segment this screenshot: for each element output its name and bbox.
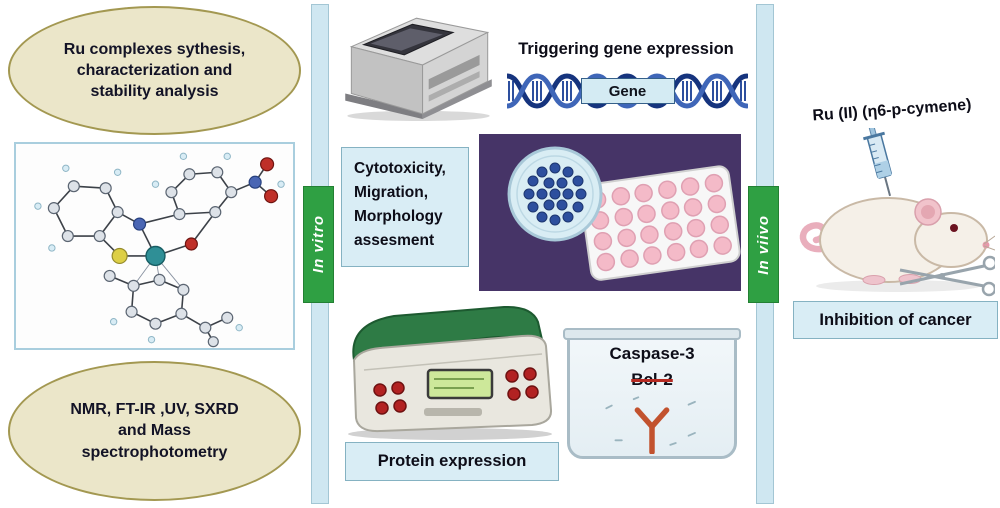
in-vitro-bar: In vitro — [303, 186, 334, 303]
pcr-machine-image — [345, 17, 492, 121]
characterization-line-1: NMR, FT-IR ,UV, SXRD — [70, 401, 239, 419]
apoptosis-markers-beaker: Caspase-3 Bcl-2 — [563, 328, 741, 459]
in-vivo-label: In viivo — [755, 214, 772, 275]
inhibition-label: Inhibition of cancer — [793, 301, 998, 339]
synthesis-line-3: stability analysis — [90, 83, 219, 101]
assay-box: Cytotoxicity, Migration, Morphology asse… — [341, 147, 469, 267]
mouse-injection-image — [799, 128, 995, 297]
assay-line-3: Morphology — [354, 208, 443, 226]
characterization-line-2: and Mass — [118, 422, 191, 440]
synthesis-ellipse: Ru complexes sythesis, characterization … — [8, 6, 301, 135]
dna-illustration: Gene — [507, 66, 748, 116]
characterization-ellipse: NMR, FT-IR ,UV, SXRD and Mass spectropho… — [8, 361, 301, 501]
bcl2-label: Bcl-2 — [631, 369, 673, 389]
antibody-icon — [605, 396, 696, 454]
petri-dish-and-well-plate-image — [507, 146, 741, 281]
synthesis-line-1: Ru complexes sythesis, — [63, 40, 246, 58]
synthesis-line-2: characterization and — [76, 61, 233, 79]
in-vitro-label: In vitro — [310, 215, 327, 274]
gene-box: Gene — [580, 78, 675, 104]
caspase-label: Caspase-3 — [609, 344, 695, 363]
characterization-line-3: spectrophotometry — [81, 443, 228, 461]
assay-line-4: assesment — [354, 232, 435, 250]
crystal-structure-panel — [14, 142, 295, 350]
molecule-structure-image — [34, 152, 285, 348]
assay-line-1: Cytotoxicity, — [354, 160, 446, 177]
cell-culture-panel — [479, 134, 741, 291]
protein-analyzer-image — [348, 305, 553, 440]
compound-label: Ru (II) (η6-p-cymene) — [812, 96, 972, 125]
gene-expression-caption: Triggering gene expression — [518, 40, 734, 58]
protein-expression-label: Protein expression — [345, 442, 559, 481]
apoptosis-markers-text: Caspase-3 Bcl-2 — [570, 341, 734, 392]
assay-line-2: Migration, — [354, 184, 429, 202]
in-vivo-bar: In viivo — [748, 186, 779, 303]
